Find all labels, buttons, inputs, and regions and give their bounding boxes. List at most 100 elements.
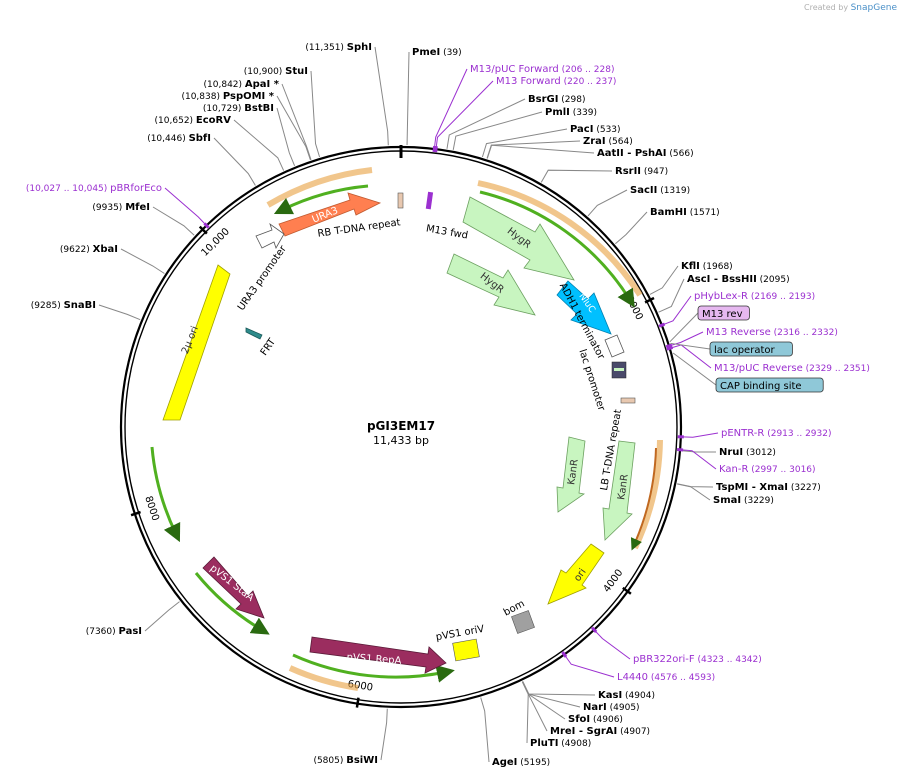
enzyme-site-asci[interactable]: AscI - BssHII (2095) bbox=[658, 274, 790, 313]
enzyme-site-kfli[interactable]: KflI (1968) bbox=[649, 261, 733, 295]
enzyme-pos: (10,900) bbox=[244, 67, 285, 77]
enzyme-label-bstbi: (10,729) BstBI bbox=[203, 103, 274, 114]
boxed-bg-lac-operator bbox=[709, 341, 793, 357]
primer-site-l4440[interactable]: L4440 (4576 .. 4593) bbox=[561, 651, 715, 683]
enzyme-leader-pmei bbox=[406, 51, 410, 146]
enzyme-label-pmli: PmlI (339) bbox=[545, 107, 597, 118]
enzyme-site-bstbi[interactable]: (10,729) BstBI bbox=[203, 103, 296, 167]
enzyme-site-ecorv[interactable]: (10,652) EcoRV bbox=[155, 115, 285, 171]
enzyme-label-paci: PacI (533) bbox=[570, 124, 621, 135]
enzyme-site-aatii[interactable]: AatII - PshAI (566) bbox=[486, 144, 694, 159]
enzyme-site-apai[interactable]: (10,842) ApaI * bbox=[204, 79, 312, 160]
feature-label-rb-t-dna-repeat: RB T-DNA repeat bbox=[317, 217, 401, 240]
primer-site-m13-puc-forward[interactable]: M13/pUC Forward (206 .. 228) bbox=[432, 64, 614, 153]
brand-name: SnapGene bbox=[850, 3, 897, 13]
enzyme-site-sbfi[interactable]: (10,446) SbfI bbox=[147, 133, 256, 186]
enzyme-leader-bsiwi bbox=[380, 708, 388, 761]
enzyme-name: BsiWI bbox=[346, 755, 378, 766]
feature-label-ura3-promoter: URA3 promoter bbox=[236, 243, 289, 313]
lb-tdna-repeat-box bbox=[620, 397, 636, 404]
primer-site-phyblex-r[interactable]: pHybLex-R (2169 .. 2193) bbox=[658, 291, 815, 328]
primer-name: M13/pUC Reverse bbox=[714, 363, 803, 374]
enzyme-pos: (4906) bbox=[590, 715, 623, 725]
enzyme-site-mfei[interactable]: (9935) MfeI bbox=[92, 202, 195, 236]
repa-orf-orange bbox=[288, 665, 359, 691]
enzyme-name: KasI bbox=[598, 690, 622, 701]
ruler-tick-2000 bbox=[644, 296, 655, 304]
enzyme-site-pspomi[interactable]: (10,838) PspOMI * bbox=[181, 91, 311, 161]
primer-site-m13-forward[interactable]: M13 Forward (220 .. 237) bbox=[434, 76, 617, 153]
enzyme-site-tspmi[interactable]: TspMI - XmaI (3227) bbox=[677, 482, 821, 493]
frt-arrow bbox=[245, 327, 263, 340]
enzyme-name: SfoI bbox=[568, 714, 590, 725]
enzyme-leader-zrai bbox=[486, 140, 581, 159]
feature-label-pvs1-staa: pVS1 StaA bbox=[208, 563, 256, 604]
boxed-feature-m13-rev[interactable]: M13 rev bbox=[669, 305, 750, 343]
boxed-bg-m13-rev bbox=[697, 305, 750, 321]
enzyme-leader-nrui bbox=[681, 450, 717, 453]
enzyme-star: * bbox=[270, 79, 279, 90]
enzyme-site-pmli[interactable]: PmlI (339) bbox=[452, 107, 597, 150]
enzyme-site-agei[interactable]: AgeI (5195) bbox=[480, 697, 550, 768]
primer-pos: (4323 .. 4342) bbox=[695, 655, 762, 665]
primer-site-kan-r[interactable]: Kan-R (2997 .. 3016) bbox=[676, 447, 816, 475]
primer-site-pbrforeco[interactable]: (10,027 .. 10,045) pBRforEco bbox=[26, 183, 210, 229]
enzyme-site-xbai[interactable]: (9622) XbaI bbox=[60, 244, 165, 274]
enzyme-label-kfli: KflI (1968) bbox=[681, 261, 733, 272]
enzyme-pos: (9935) bbox=[92, 203, 125, 213]
bom-box bbox=[511, 610, 535, 634]
enzyme-name: AscI bbox=[687, 274, 710, 285]
enzyme-site-paci[interactable]: PacI (533) bbox=[481, 124, 621, 158]
primer-label-phyblex-r: pHybLex-R (2169 .. 2193) bbox=[694, 291, 815, 302]
enzyme-site-snabi[interactable]: (9285) SnaBI bbox=[31, 300, 141, 321]
enzyme-pos: (1571) bbox=[687, 208, 720, 218]
primer-label-pbr322ori-f: pBR322ori-F (4323 .. 4342) bbox=[633, 654, 762, 665]
enzyme-site-stui[interactable]: (10,900) StuI bbox=[244, 66, 321, 158]
primer-mark-pbr322ori-f bbox=[590, 626, 598, 633]
enzyme-name: PmlI bbox=[545, 107, 570, 118]
enzyme-label-rsrii: RsrII (947) bbox=[615, 166, 668, 177]
enzyme-name: BsrGI bbox=[528, 94, 558, 105]
enzyme-pos: (11,351) bbox=[305, 43, 346, 53]
enzyme-site-pasi[interactable]: (7360) PasI bbox=[86, 601, 180, 637]
enzyme-site-rsrii[interactable]: RsrII (947) bbox=[540, 166, 668, 183]
enzyme-site-bsrgi[interactable]: BsrGI (298) bbox=[446, 94, 586, 149]
primer-site-pentr-r[interactable]: pENTR-R (2913 .. 2932) bbox=[677, 428, 832, 439]
ura3-orf-green bbox=[273, 184, 369, 215]
enzyme-leader-aatii bbox=[486, 144, 595, 159]
feature-label-kanr: KanR bbox=[566, 458, 580, 485]
boxed-leader-lac-operator bbox=[670, 342, 711, 350]
enzyme-site-bamhi[interactable]: BamHI (1571) bbox=[615, 207, 720, 245]
enzyme-site-bsiwi[interactable]: (5805) BsiWI bbox=[313, 708, 388, 766]
enzyme-name: PluTI bbox=[530, 738, 558, 749]
enzyme-site-sphi[interactable]: (11,351) SphI bbox=[305, 42, 389, 146]
primer-leader-kan-r bbox=[682, 449, 717, 470]
primer-leader-pbr322ori-f bbox=[595, 630, 631, 660]
enzyme-pos: (39) bbox=[440, 48, 461, 58]
enzyme-leader-pasi bbox=[144, 601, 180, 632]
primer-site-m13-reverse[interactable]: M13 Reverse (2316 .. 2332) bbox=[665, 327, 838, 349]
boxed-feature-cap-binding-site[interactable]: CAP binding site bbox=[672, 352, 824, 393]
enzyme-label-pasi: (7360) PasI bbox=[86, 626, 142, 637]
enzyme-label-nari: NarI (4905) bbox=[583, 702, 640, 713]
primer-site-pbr322ori-f[interactable]: pBR322ori-F (4323 .. 4342) bbox=[590, 626, 762, 665]
enzyme-site-nrui[interactable]: NruI (3012) bbox=[681, 447, 776, 458]
rb-tdna-repeat-box bbox=[397, 192, 404, 209]
enzyme-pos: (4907) bbox=[617, 727, 650, 737]
enzyme-site-sacii[interactable]: SacII (1319) bbox=[587, 185, 690, 217]
enzyme-leader-stui bbox=[310, 70, 321, 158]
enzyme-pos: (1319) bbox=[657, 186, 690, 196]
feature-label-pvs1-repa: pVS1 RepA bbox=[346, 652, 402, 667]
primer-label-l4440: L4440 (4576 .. 4593) bbox=[617, 672, 715, 683]
enzyme-pos: (947) bbox=[641, 167, 668, 177]
enzyme-label-sphi: (11,351) SphI bbox=[305, 42, 372, 53]
feature-label-kanr: KanR bbox=[616, 473, 630, 500]
primer-mark-m13-puc-forward bbox=[432, 145, 437, 153]
enzyme-pos: (10,838) bbox=[181, 92, 222, 102]
enzyme-site-kasi[interactable]: KasI (4904) bbox=[522, 681, 655, 701]
enzyme-site-pmei[interactable]: PmeI (39) bbox=[406, 47, 462, 146]
boxed-feature-lac-operator[interactable]: lac operator bbox=[670, 341, 793, 357]
primer-name: L4440 bbox=[617, 672, 648, 683]
enzyme-site-zrai[interactable]: ZraI (564) bbox=[486, 136, 633, 159]
